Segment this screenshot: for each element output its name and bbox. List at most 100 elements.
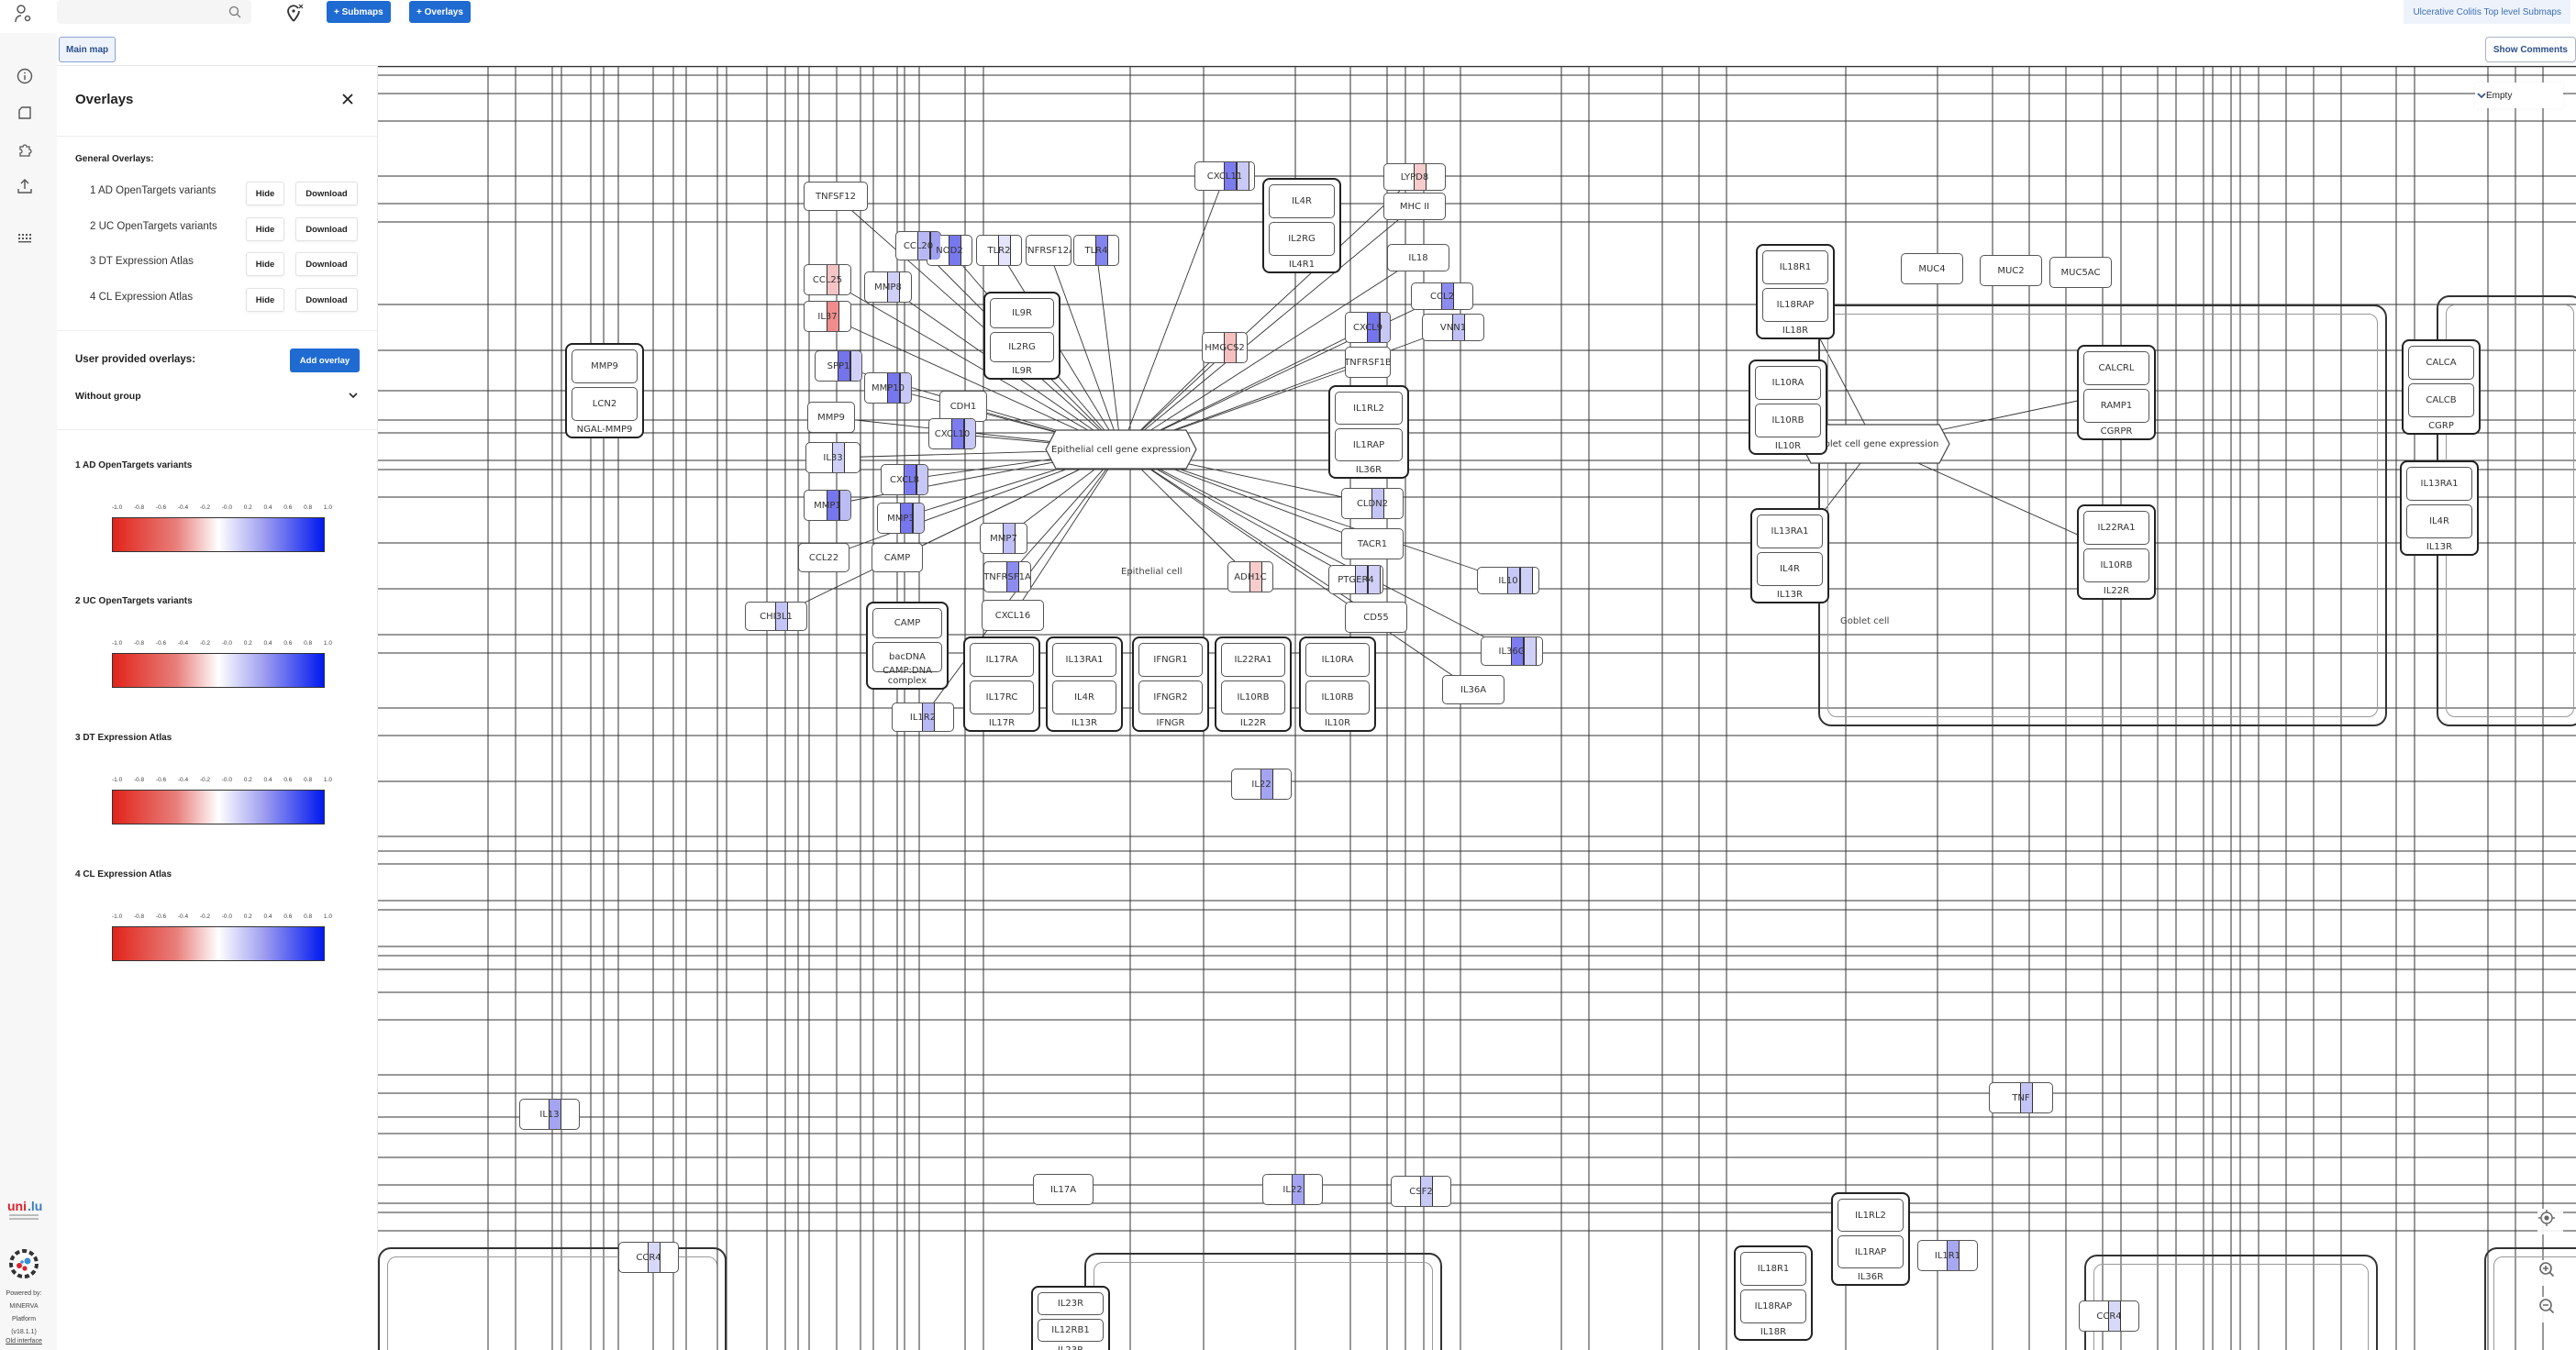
gene-node[interactable]: CCL20 — [895, 231, 941, 260]
complex-member[interactable]: IL17RC — [970, 681, 1034, 714]
gene-node[interactable]: MUC2 — [1980, 255, 2042, 286]
complex-member[interactable]: IL12RB1 — [1038, 1319, 1104, 1342]
download-overlay-button[interactable]: Download — [295, 252, 358, 276]
complex-member[interactable]: IL4R — [1757, 552, 1823, 586]
gene-node[interactable]: PTGER4 — [1328, 565, 1383, 594]
gene-node[interactable]: IL36G — [1481, 636, 1543, 666]
gene-node[interactable]: TNFRSF12A — [1026, 235, 1071, 266]
gene-node[interactable]: CXCL9 — [1345, 312, 1391, 343]
gene-node[interactable]: IL36A — [1442, 675, 1505, 704]
export-icon[interactable] — [15, 176, 35, 196]
gene-node[interactable]: TNFSF12 — [804, 182, 868, 211]
keyboard-icon[interactable] — [15, 227, 35, 248]
complex-member[interactable]: IL10RA — [1305, 643, 1370, 677]
show-comments-button[interactable]: Show Comments — [2484, 37, 2576, 62]
complex-member[interactable]: MMP9 — [572, 349, 638, 383]
complex-member[interactable]: IL18R1 — [1740, 1252, 1806, 1286]
gene-node[interactable]: CDH1 — [939, 391, 987, 422]
gene-node[interactable]: MMP3 — [877, 503, 925, 534]
complex-member[interactable]: CALCA — [2408, 346, 2474, 380]
old-interface-link[interactable]: Old interface — [6, 1338, 42, 1344]
complex-member[interactable]: IL10RB — [1305, 681, 1370, 714]
gene-node[interactable]: CXCL8 — [881, 464, 928, 495]
gene-node[interactable]: TACR1 — [1341, 528, 1404, 559]
hide-overlay-button[interactable]: Hide — [246, 252, 284, 276]
complex-member[interactable]: IL1RL2 — [1335, 392, 1403, 425]
gene-node[interactable]: CSF2 — [1391, 1176, 1451, 1207]
gene-node[interactable]: ADH1C — [1227, 561, 1273, 592]
gene-node[interactable]: TLR2 — [976, 235, 1022, 266]
gene-node[interactable]: MMP1 — [804, 490, 851, 521]
gene-node[interactable]: IL22 — [1262, 1174, 1323, 1205]
complex-node[interactable]: IL23RIL12RB1IL23R — [1031, 1286, 1110, 1350]
complex-member[interactable]: CALCB — [2408, 383, 2474, 417]
complex-member[interactable]: IL17RA — [970, 643, 1034, 677]
gene-node[interactable]: CXCL16 — [982, 600, 1044, 631]
complex-member[interactable]: IL18RAP — [1740, 1289, 1806, 1323]
complex-member[interactable]: IL22RA1 — [2083, 511, 2149, 545]
without-group-toggle[interactable]: Without group — [75, 387, 360, 405]
hide-overlay-button[interactable]: Hide — [246, 288, 284, 312]
gene-node[interactable]: IL37 — [804, 301, 851, 332]
close-icon[interactable] — [340, 92, 355, 106]
gene-node[interactable]: CCR4 — [618, 1242, 679, 1273]
complex-member[interactable]: IL1RL2 — [1838, 1199, 1904, 1232]
overlays-button[interactable]: + Overlays — [409, 1, 471, 23]
gene-node[interactable]: IL1R1 — [1917, 1240, 1978, 1271]
gene-node[interactable]: MMP8 — [864, 271, 912, 303]
gene-node[interactable]: MUC4 — [1901, 253, 1963, 284]
hide-overlay-button[interactable]: Hide — [246, 182, 284, 205]
submaps-button[interactable]: + Submaps — [327, 1, 391, 23]
gene-node[interactable]: SPP1 — [815, 350, 862, 382]
complex-member[interactable]: IL4R — [1052, 681, 1116, 714]
puzzle-icon[interactable] — [15, 139, 35, 160]
complex-member[interactable]: bacDNA — [872, 642, 942, 672]
phenotype-node[interactable]: Epithelial cell gene expression — [1045, 429, 1197, 470]
gene-node[interactable]: IL13 — [519, 1099, 580, 1130]
layer-select[interactable]: Empty — [2475, 83, 2563, 108]
complex-member[interactable]: IL13RA1 — [1757, 515, 1823, 548]
locate-button[interactable] — [2537, 1209, 2563, 1234]
complex-member[interactable]: IL22RA1 — [1221, 643, 1285, 677]
gene-node[interactable]: IL22 — [1231, 769, 1292, 800]
complex-member[interactable]: RAMP1 — [2083, 389, 2149, 423]
page-icon[interactable] — [15, 103, 35, 123]
download-overlay-button[interactable]: Download — [295, 182, 358, 205]
gene-node[interactable]: TLR4 — [1073, 235, 1119, 266]
complex-member[interactable]: IFNGR2 — [1138, 681, 1203, 714]
download-overlay-button[interactable]: Download — [295, 288, 358, 312]
gene-node[interactable]: IL18 — [1387, 244, 1449, 271]
complex-member[interactable]: IL10RA — [1755, 366, 1821, 400]
add-overlay-button[interactable]: Add overlay — [290, 349, 360, 372]
complex-member[interactable]: IFNGR1 — [1138, 643, 1203, 677]
complex-member[interactable]: IL13RA1 — [2406, 467, 2472, 501]
complex-member[interactable]: IL2RG — [990, 332, 1054, 362]
hide-overlay-button[interactable]: Hide — [246, 217, 284, 241]
complex-member[interactable]: IL10RB — [1755, 404, 1821, 437]
gene-node[interactable]: CLDN2 — [1341, 488, 1404, 519]
gene-node[interactable]: LYPD8 — [1383, 163, 1446, 191]
zoom-in-button[interactable] — [2537, 1260, 2563, 1286]
complex-member[interactable]: IL4R — [2406, 504, 2472, 538]
gene-node[interactable]: CCL25 — [804, 264, 851, 295]
gene-node[interactable]: NOD2 — [927, 235, 972, 266]
gene-node[interactable]: CXCL10 — [928, 418, 976, 449]
gene-node[interactable]: VNN1 — [1422, 314, 1484, 341]
gene-node[interactable]: IL1R2 — [892, 703, 954, 732]
gene-node[interactable]: CXCL11 — [1194, 161, 1255, 191]
